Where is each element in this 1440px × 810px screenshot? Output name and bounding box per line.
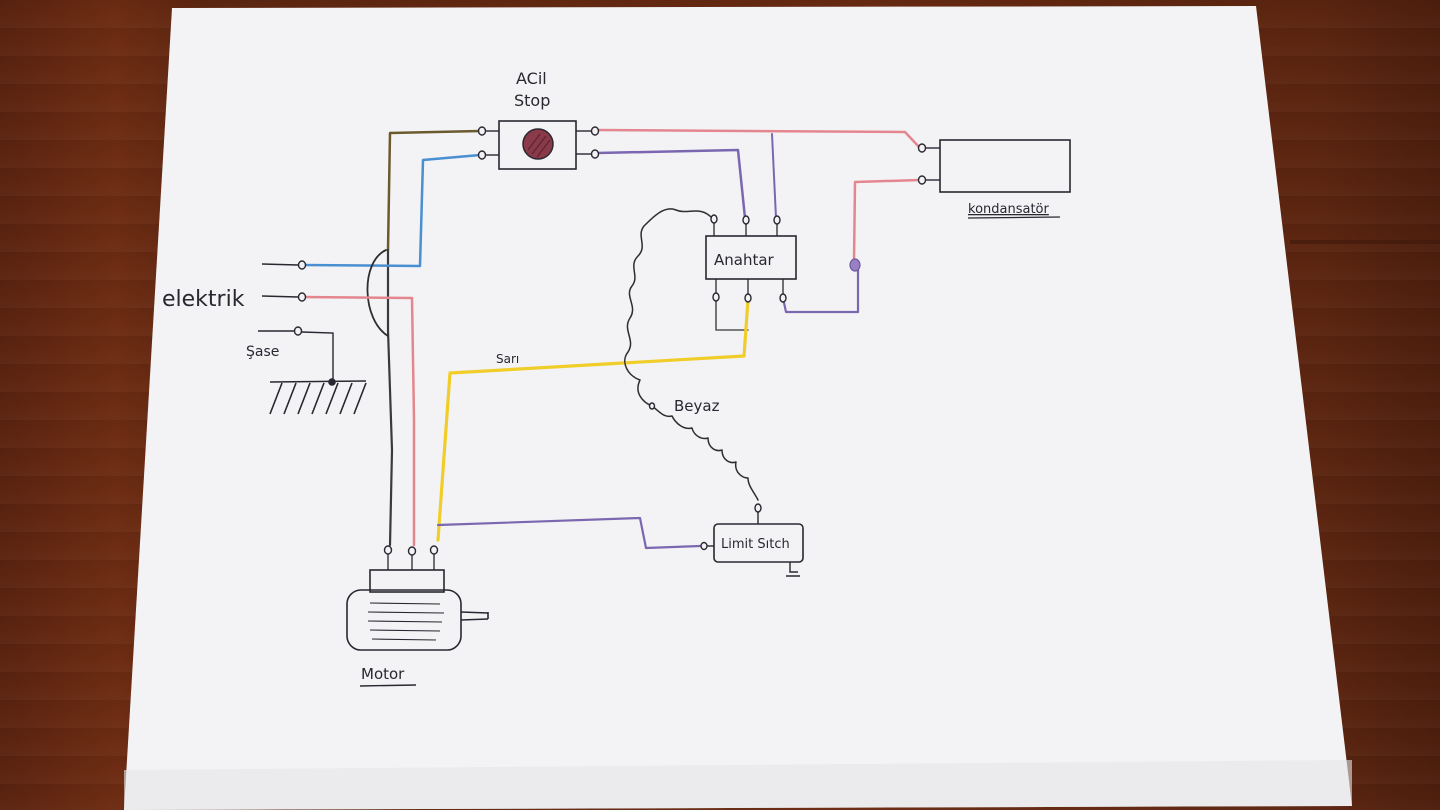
acil-stop-terminal-out-1 <box>590 126 600 136</box>
limit-switch-label: Limit Sıtch <box>721 537 790 552</box>
sase-lead <box>258 330 334 382</box>
table-plank-seam <box>1290 240 1440 244</box>
elektrik-terminal-1 <box>297 260 307 270</box>
wire-purple-anahtar-to-junction <box>781 268 860 314</box>
motor-icon <box>346 554 489 651</box>
motor-terminal-2 <box>407 546 417 556</box>
wire-purple-branch-to-anahtar <box>771 133 777 219</box>
beyaz-label: Beyaz <box>674 397 720 415</box>
motor-cooling-fins <box>367 602 445 641</box>
wire-white-coiled <box>624 208 759 501</box>
wire-black-down-to-motor <box>386 248 394 547</box>
limit-switch-roller-icon <box>786 562 800 577</box>
acil-stop-component <box>498 120 577 170</box>
beyaz-wire-end <box>648 402 656 410</box>
wire-purple-stop-to-anahtar <box>595 148 747 220</box>
sase-label: Şase <box>246 344 279 360</box>
acil-stop-label-line2: Stop <box>514 91 550 110</box>
elektrik-lead-1 <box>261 263 299 266</box>
wire-red-stop-to-kondansator <box>595 128 922 150</box>
anahtar-terminal-leads <box>713 223 784 294</box>
paper-shadow <box>124 760 1352 810</box>
anahtar-terminal-bottom-2 <box>744 293 752 303</box>
wire-red-kondansator-to-junction <box>852 178 922 264</box>
kondansator-label: kondansatör <box>968 202 1050 217</box>
kondansator-terminal-2 <box>917 175 927 185</box>
motor-terminal-3 <box>429 545 439 555</box>
anahtar-terminal-top-1 <box>710 214 718 224</box>
wire-blue-elektrik-to-stop <box>301 153 482 268</box>
limit-switch-component <box>707 512 804 577</box>
acil-stop-terminal-out-2 <box>590 149 600 159</box>
kondansator-label-underline <box>967 216 1061 219</box>
motor-label: Motor <box>361 665 405 683</box>
acil-stop-label-line1: ACil <box>516 69 547 88</box>
wire-crossover-loop <box>366 249 389 337</box>
motor-terminal-1 <box>383 545 393 555</box>
anahtar-box <box>705 235 797 280</box>
sari-label: Sarı <box>496 352 519 366</box>
anahtar-label: Anahtar <box>714 251 775 269</box>
kondansator-box <box>939 139 1071 193</box>
emergency-button-icon <box>522 128 554 160</box>
kondansator-terminal-1 <box>917 143 927 153</box>
anahtar-terminal-bottom-3 <box>779 293 787 303</box>
anahtar-terminal-bottom-1 <box>712 292 720 302</box>
motor-label-underline <box>359 684 417 687</box>
wire-yellow-anahtar-to-motor <box>436 298 750 542</box>
junction-purple <box>849 258 861 272</box>
wire-purple-motor-to-limit <box>436 516 702 550</box>
motor-terminal-box <box>369 569 445 593</box>
anahtar-terminal-top-2 <box>742 215 750 225</box>
motor-shaft <box>460 611 489 614</box>
elektrik-terminal-2 <box>297 292 307 302</box>
emergency-button-hatch <box>527 133 551 158</box>
limit-switch-terminal-left <box>700 541 708 551</box>
ground-symbol-icon <box>269 378 367 415</box>
acil-stop-box <box>498 120 577 170</box>
elektrik-label: elektrik <box>162 287 245 312</box>
acil-stop-terminal-in-2 <box>477 150 487 160</box>
limit-switch-terminal-top <box>754 503 762 513</box>
anahtar-terminal-top-3 <box>773 215 781 225</box>
acil-stop-terminal-in-1 <box>477 126 487 136</box>
sase-terminal <box>293 326 303 336</box>
paper-sheet <box>124 6 1352 810</box>
wire-red-elektrik-to-motor <box>301 295 416 547</box>
elektrik-lead-2 <box>261 295 299 298</box>
wire-black-stop-to-motor <box>386 129 482 252</box>
wire-anahtar-left-loop <box>715 299 749 331</box>
